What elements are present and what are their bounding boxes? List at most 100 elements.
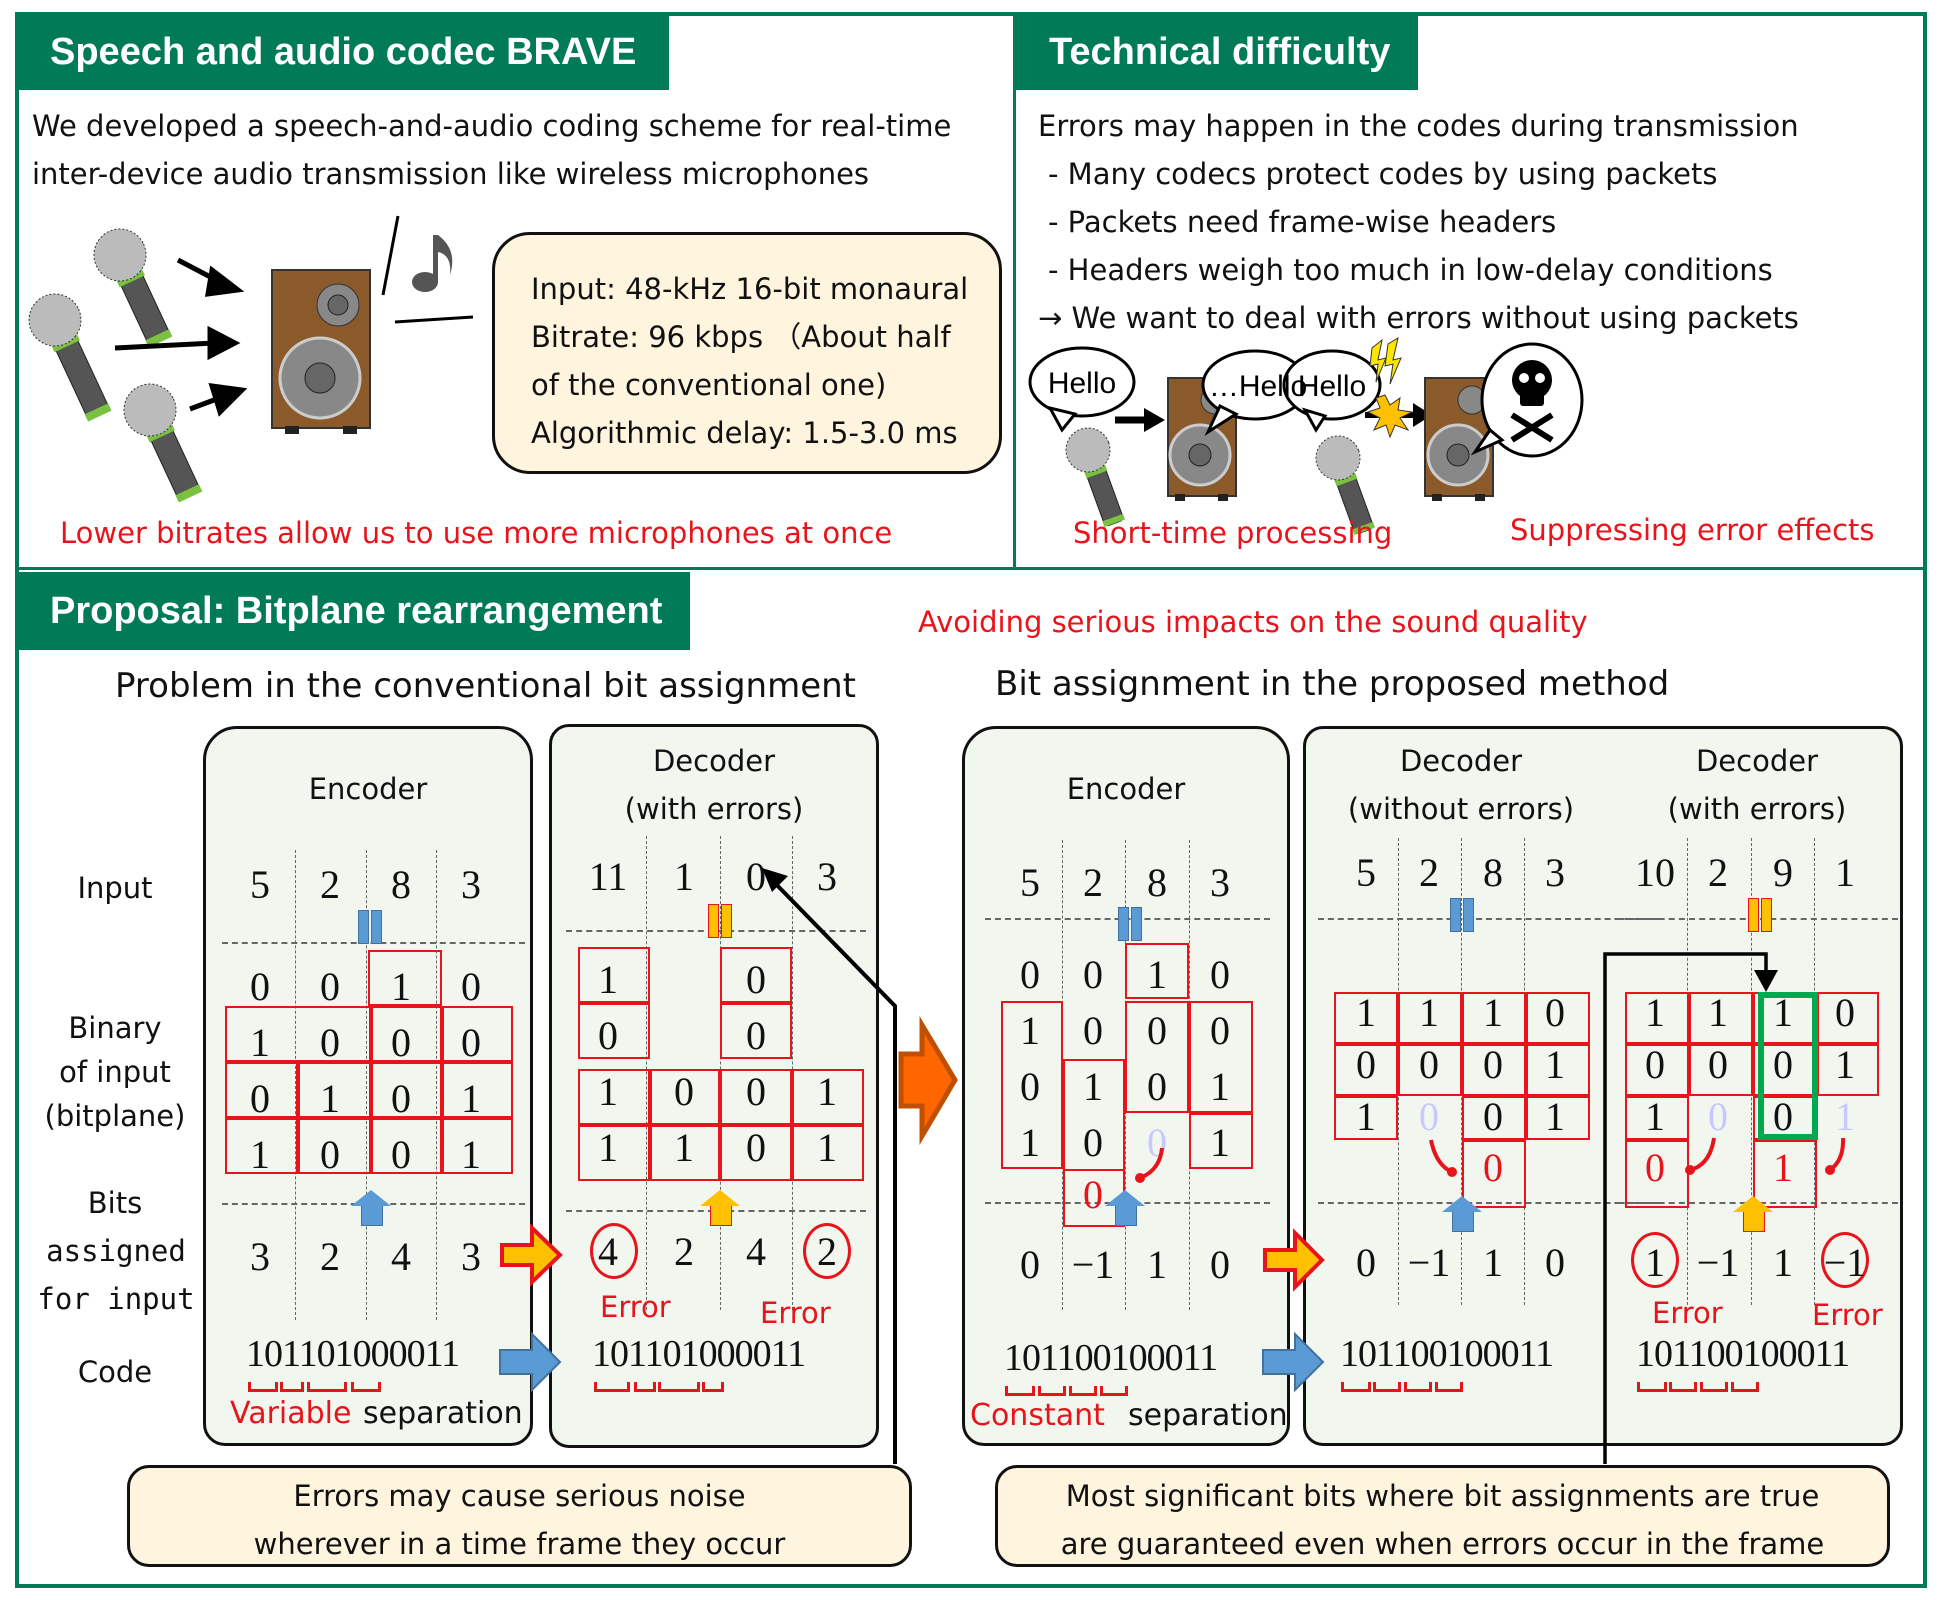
faded-bit: 0 bbox=[1419, 1094, 1439, 1139]
bit: 1 bbox=[1020, 1120, 1040, 1165]
moved-bit: 0 bbox=[1483, 1145, 1503, 1190]
spec-delay: Algorithmic delay: 1.5-3.0 ms bbox=[531, 416, 958, 450]
bit: 1 bbox=[1645, 990, 1665, 1035]
value-cell: 2 bbox=[674, 1229, 694, 1274]
bit: 1 bbox=[1356, 990, 1376, 1035]
proposal-header: Proposal: Bitplane rearrangement bbox=[17, 572, 690, 650]
bit: 0 bbox=[461, 964, 481, 1009]
value-cell: 8 bbox=[391, 862, 411, 907]
value-cell: 5 bbox=[1020, 860, 1040, 905]
separation-bracket bbox=[634, 1382, 656, 1392]
bit: 1 bbox=[461, 1132, 481, 1177]
error-circle bbox=[590, 1223, 638, 1279]
skull-icon bbox=[1510, 360, 1554, 443]
row-label-binary-3: (bitplane) bbox=[44, 1099, 186, 1133]
pause-marker-icon bbox=[721, 904, 732, 938]
up-arrow-icon bbox=[1442, 1196, 1482, 1212]
explosion-icon bbox=[1365, 394, 1432, 439]
bitplane-cell-border bbox=[371, 1006, 442, 1062]
brave-illustration bbox=[28, 215, 474, 503]
bitplane-cell-border bbox=[1462, 1096, 1526, 1140]
bubble-hello-1: Hello bbox=[1048, 367, 1116, 400]
value-cell: 1 bbox=[1835, 850, 1855, 895]
proposed-caption-line-2: are guaranteed even when errors occur in… bbox=[1060, 1527, 1825, 1561]
error-label: Error bbox=[1812, 1298, 1883, 1332]
difficulty-line-1: Errors may happen in the codes during tr… bbox=[1038, 109, 1799, 143]
bit: 0 bbox=[320, 1020, 340, 1065]
up-arrow-icon bbox=[700, 1190, 740, 1206]
bit: 0 bbox=[1147, 1008, 1167, 1053]
value-cell: 3 bbox=[1210, 860, 1230, 905]
bitplane-cell-border bbox=[1817, 992, 1879, 1044]
bitplane-cell-border bbox=[1462, 1044, 1526, 1096]
microphone-icon bbox=[123, 383, 203, 503]
bitplane-cell-border bbox=[792, 1069, 864, 1125]
value-cell: 1 bbox=[1483, 1240, 1503, 1285]
bitplane-cell-border bbox=[720, 947, 792, 1003]
separation-bracket bbox=[248, 1382, 278, 1392]
curved-arrow-icon bbox=[1689, 1137, 1716, 1172]
bitplane-cell-border bbox=[1398, 992, 1462, 1044]
separation-highlight: Constant bbox=[970, 1398, 1105, 1433]
bit: 1 bbox=[1708, 990, 1728, 1035]
bit: 1 bbox=[1147, 952, 1167, 997]
bit: 1 bbox=[1083, 1064, 1103, 1109]
value-cell: 4 bbox=[746, 1229, 766, 1274]
guaranteed-bits-highlight bbox=[1758, 992, 1818, 1140]
arrow-icon bbox=[114, 257, 248, 417]
bit: 1 bbox=[1210, 1064, 1230, 1109]
separation-bracket bbox=[1038, 1386, 1066, 1396]
bit: 0 bbox=[1083, 1008, 1103, 1053]
bit: 1 bbox=[250, 1132, 270, 1177]
moved-bit: 0 bbox=[1083, 1172, 1103, 1217]
difficulty-line-4: - Headers weigh too much in low-delay co… bbox=[1048, 253, 1773, 287]
value-cell: −1 bbox=[1823, 1240, 1867, 1285]
proposed-caption-box: Most significant bits where bit assignme… bbox=[995, 1465, 1890, 1567]
caption-suppressing: Suppressing error effects bbox=[1510, 513, 1875, 547]
bitplane-cell-border bbox=[578, 1125, 650, 1181]
error-label: Error bbox=[600, 1290, 671, 1324]
callout-line bbox=[770, 878, 897, 1464]
bit: 0 bbox=[1210, 952, 1230, 997]
value-cell: 8 bbox=[1147, 860, 1167, 905]
top-vertical-divider bbox=[1013, 12, 1016, 570]
bitplane-cell-border bbox=[225, 1006, 371, 1062]
bubble-hello-2: Hello bbox=[1298, 370, 1366, 403]
proposed-caption-line-1: Most significant bits where bit assignme… bbox=[1065, 1479, 1820, 1513]
bits-arrow-icon bbox=[500, 1223, 563, 1287]
pause-marker-icon bbox=[1748, 898, 1759, 932]
row-guide bbox=[1318, 918, 1660, 920]
bit: 0 bbox=[1083, 952, 1103, 997]
bit: 0 bbox=[250, 1076, 270, 1121]
caption-short-time: Short-time processing bbox=[1073, 516, 1393, 550]
separation-bracket bbox=[1341, 1382, 1371, 1392]
bit: 0 bbox=[1545, 990, 1565, 1035]
pause-marker-icon bbox=[358, 910, 369, 944]
bit: 0 bbox=[1020, 952, 1040, 997]
specs-box: Input: 48-kHz 16-bit monaural Bitrate: 9… bbox=[492, 232, 1002, 474]
microphone-icon bbox=[93, 228, 173, 348]
bitplane-cell-border bbox=[578, 1003, 650, 1059]
bitplane-cell-border bbox=[650, 1069, 720, 1125]
value-cell: 3 bbox=[817, 854, 837, 899]
value-cell: 2 bbox=[1708, 850, 1728, 895]
bitplane-cell-border bbox=[1625, 1044, 1689, 1096]
bit: 0 bbox=[746, 957, 766, 1002]
curved-arrow-icon bbox=[1429, 1139, 1453, 1174]
prop-encoder-title: Encoder bbox=[1066, 772, 1186, 806]
prop-decoder-ok-title-2: (without errors) bbox=[1347, 792, 1575, 826]
separation-bracket bbox=[1637, 1382, 1667, 1392]
separation-bracket bbox=[1069, 1386, 1097, 1396]
bitplane-cell-border bbox=[1334, 992, 1398, 1044]
value-cell: 4 bbox=[598, 1229, 618, 1274]
pause-marker-icon bbox=[1131, 907, 1142, 941]
bit: 0 bbox=[674, 1069, 694, 1114]
bit: 0 bbox=[461, 1020, 481, 1065]
conv-decoder-panel: Decoder (with errors) bbox=[549, 724, 879, 1448]
code-bits: 101100100011 bbox=[1004, 1337, 1218, 1379]
bit: 0 bbox=[250, 964, 270, 1009]
conventional-caption-line-1: Errors may cause serious noise bbox=[293, 1479, 746, 1513]
value-cell: 1 bbox=[1773, 1240, 1793, 1285]
conv-encoder-title: Encoder bbox=[308, 772, 428, 806]
up-arrow-icon bbox=[351, 1190, 391, 1206]
